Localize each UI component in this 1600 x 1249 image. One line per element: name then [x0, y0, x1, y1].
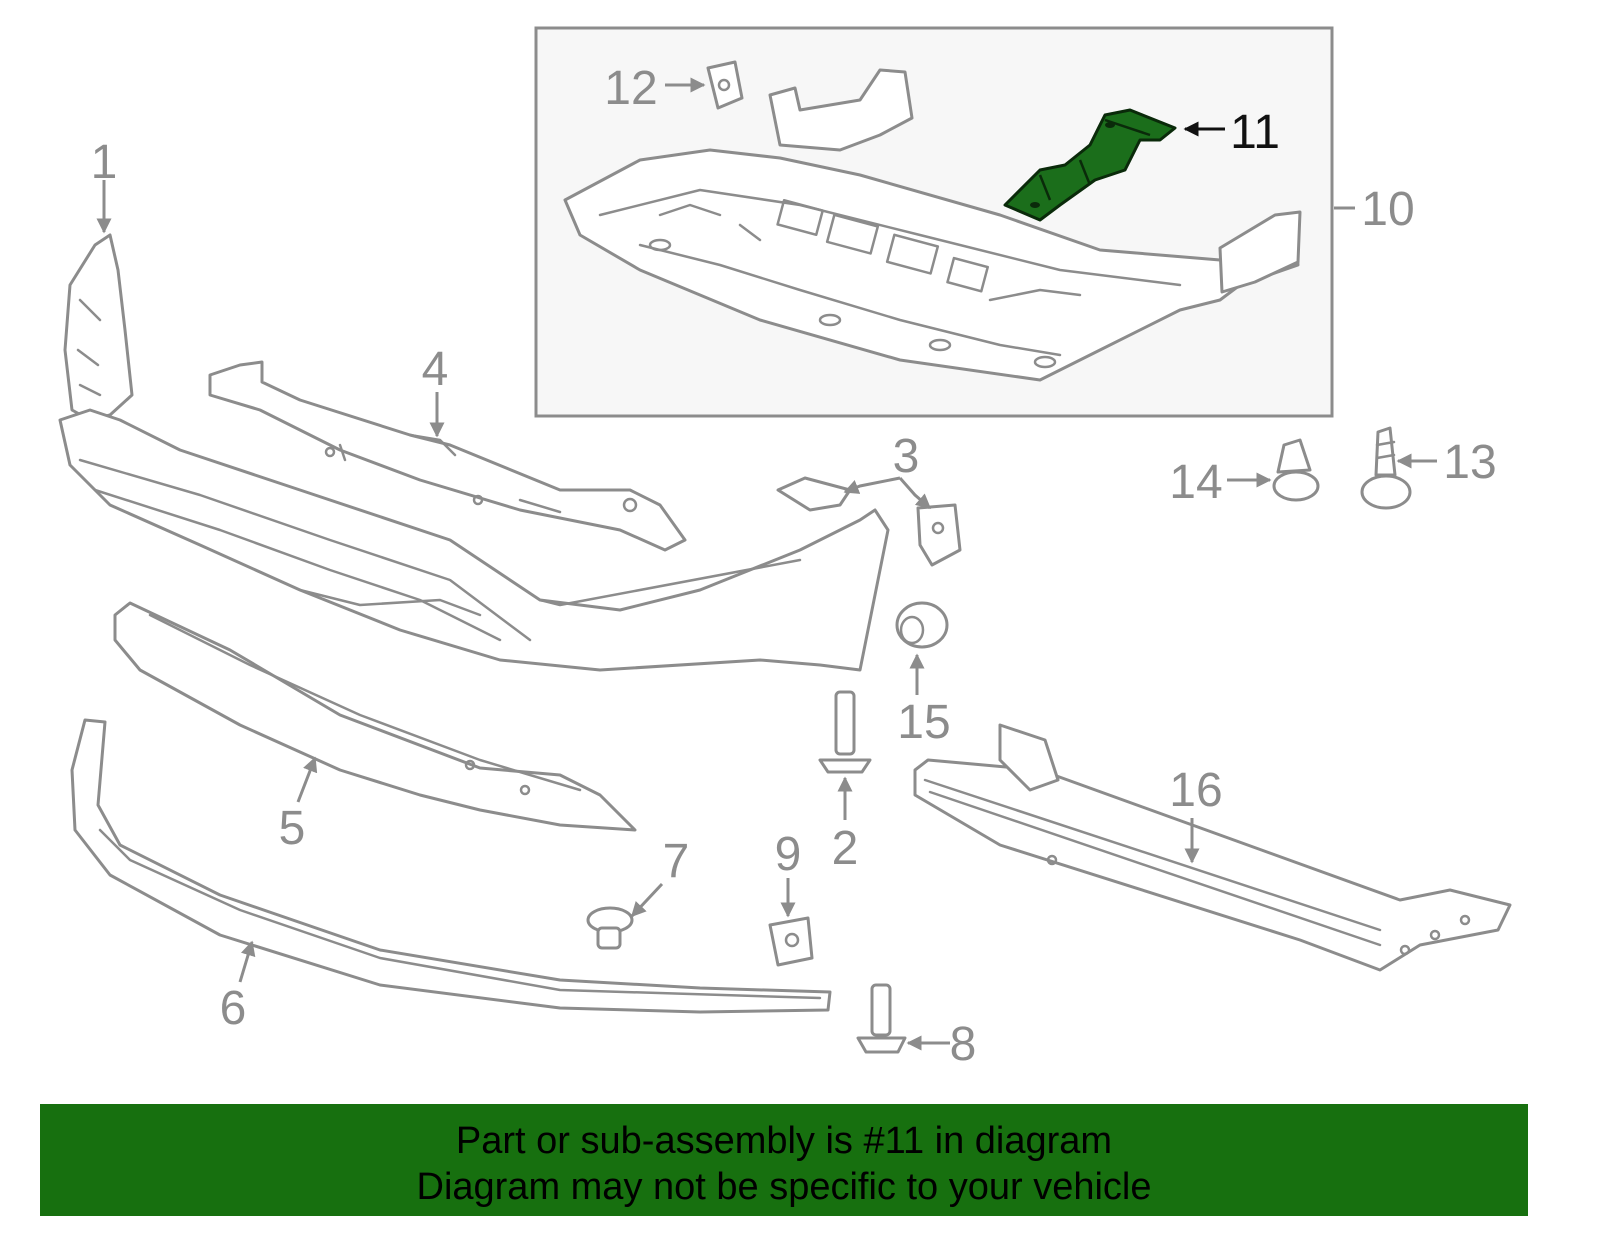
- push-pin-part-7: [586, 906, 634, 950]
- trim-strip-part-6: [70, 718, 832, 1014]
- banner-line-disclaimer: Diagram may not be specific to your vehi…: [416, 1166, 1152, 1208]
- callout-10: 10: [1361, 183, 1414, 236]
- leader-lines: [96, 77, 1437, 1051]
- bolt-part-2: [818, 690, 872, 774]
- bracket-part-11: [1003, 108, 1177, 222]
- callout-13: 13: [1443, 436, 1496, 489]
- callout-12: 12: [604, 62, 657, 115]
- callout-2: 2: [832, 822, 859, 875]
- callout-labels: 1 2 3 4 5 6 7 8 9 10 11 12 13 14 15 16: [91, 62, 1497, 1071]
- lower-grille-part-5: [113, 601, 637, 832]
- screw-part-13: [1360, 426, 1412, 510]
- clip-part-12: [706, 60, 744, 110]
- callout-9: 9: [775, 828, 802, 881]
- callout-6: 6: [220, 982, 247, 1035]
- callout-16: 16: [1169, 764, 1222, 817]
- callout-7: 7: [663, 835, 690, 888]
- callout-1: 1: [91, 136, 118, 189]
- nut-clip-part-9: [768, 916, 814, 967]
- callout-15: 15: [897, 696, 950, 749]
- reinforcement-part-4: [208, 360, 687, 552]
- clip-part-3: [776, 476, 962, 567]
- banner-line-part-number: Part or sub-assembly is #11 in diagram: [455, 1120, 1113, 1162]
- push-pin-part-14: [1272, 438, 1320, 502]
- callout-14: 14: [1169, 456, 1222, 509]
- callout-8: 8: [950, 1018, 977, 1071]
- info-banner: Part or sub-assembly is #11 in diagram D…: [40, 1104, 1528, 1216]
- callout-4: 4: [422, 343, 449, 396]
- impact-bar-part-16: [913, 723, 1512, 972]
- bolt-part-8: [856, 983, 907, 1054]
- splash-shield-part-10: [563, 68, 1302, 382]
- grommet-part-15: [895, 601, 949, 649]
- bumper-cover: [58, 408, 890, 672]
- callout-3: 3: [893, 430, 920, 483]
- callout-11: 11: [1230, 106, 1280, 159]
- bracket-part-1: [63, 233, 134, 422]
- callout-5: 5: [279, 802, 306, 855]
